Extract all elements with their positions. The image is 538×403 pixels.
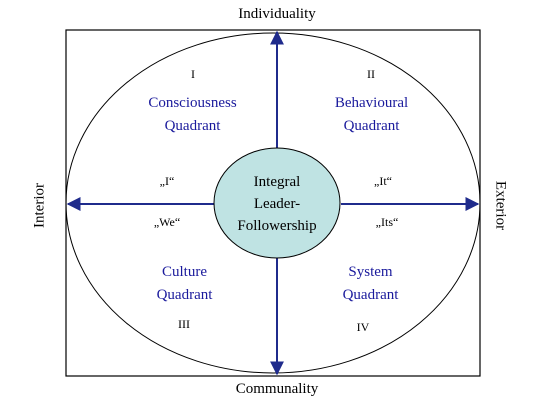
quadrant-4-numeral: IV — [356, 320, 370, 334]
quadrant-4-title-line2: Quadrant — [342, 287, 399, 303]
quadrant-1-title: Consciousness Quadrant — [120, 92, 265, 138]
center-label-line3: Followership — [237, 218, 317, 234]
quadrant-3-pronoun: „We“ — [153, 215, 181, 229]
quadrant-1-title-line2: Quadrant — [164, 118, 221, 134]
quadrant-1-pronoun: „I“ — [159, 174, 175, 188]
quadrant-1-title-line1: Consciousness — [148, 95, 237, 111]
quadrant-2-numeral: II — [367, 67, 375, 81]
quadrant-3-title: Culture Quadrant — [112, 261, 257, 307]
quadrant-4-pronoun: „Its“ — [375, 215, 399, 229]
center-label: Integral Leader- Followership — [217, 171, 337, 237]
quadrant-2-title: Behavioural Quadrant — [299, 92, 444, 138]
quadrant-4-title-line1: System — [348, 264, 393, 280]
center-label-line2: Leader- — [253, 196, 301, 212]
quadrant-3-title-line1: Culture — [162, 264, 207, 280]
center-circle — [213, 147, 341, 259]
quadrant-4-title: System Quadrant — [298, 261, 443, 307]
center-label-line1: Integral — [253, 174, 301, 190]
quadrant-2-title-line1: Behavioural — [334, 95, 409, 111]
quadrant-3-title-line2: Quadrant — [156, 287, 213, 303]
axis-label-top: Individuality — [238, 6, 316, 22]
quadrant-2-pronoun: „It“ — [374, 174, 392, 188]
quadrant-1-numeral: I — [191, 67, 195, 81]
axis-label-bottom: Communality — [235, 381, 319, 397]
quadrant-2-title-line2: Quadrant — [343, 118, 400, 134]
axis-label-right: Exterior — [492, 180, 509, 231]
axis-label-left: Interior — [31, 183, 48, 228]
quadrant-3-numeral: III — [178, 317, 190, 331]
